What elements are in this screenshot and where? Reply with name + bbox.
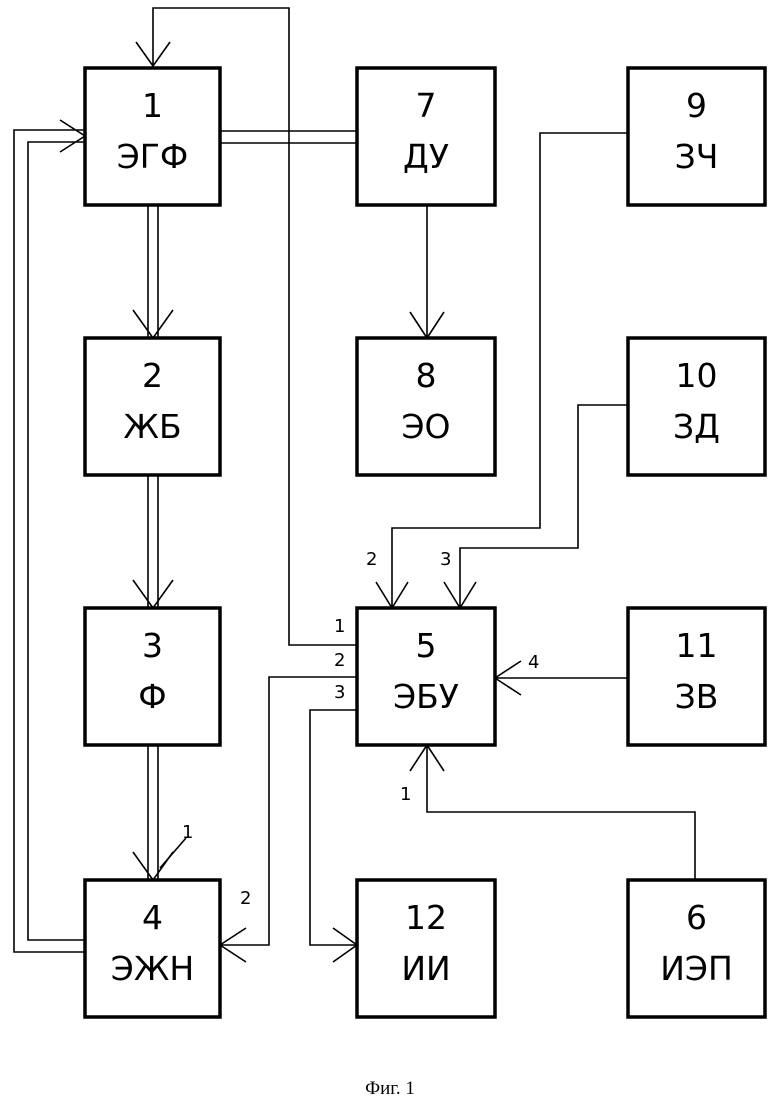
port-label-b4-right-2: 2 bbox=[240, 888, 251, 909]
port-label-b5-right-4: 4 bbox=[528, 652, 539, 673]
port-label-b5-left-3: 3 bbox=[334, 682, 345, 703]
block-8-label: ЭО bbox=[401, 407, 450, 446]
block-5: 5 ЭБУ bbox=[357, 608, 495, 745]
block-4: 4 ЭЖН bbox=[85, 880, 220, 1017]
block-11-label: ЗВ bbox=[675, 677, 719, 716]
link-6-to-5 bbox=[410, 745, 695, 880]
block-10-number: 10 bbox=[676, 356, 718, 395]
figure-caption: Фиг. 1 bbox=[0, 1078, 780, 1100]
block-4-label: ЭЖН bbox=[111, 949, 194, 988]
block-5-label: ЭБУ bbox=[393, 677, 459, 716]
port-label-b5-top-2: 2 bbox=[366, 549, 377, 570]
block-7-number: 7 bbox=[416, 86, 437, 125]
block-6-label: ИЭП bbox=[660, 949, 733, 988]
block-8: 8 ЭО bbox=[357, 338, 495, 475]
block-2: 2 ЖБ bbox=[85, 338, 220, 475]
port-label-b4-top-1: 1 bbox=[182, 822, 193, 843]
block-2-number: 2 bbox=[142, 356, 163, 395]
block-5-number: 5 bbox=[416, 626, 437, 665]
block-7-label: ДУ bbox=[403, 137, 449, 176]
block-7: 7 ДУ bbox=[357, 68, 495, 205]
link-7-to-8 bbox=[410, 205, 444, 338]
link-2-to-3 bbox=[133, 475, 173, 608]
block-9-number: 9 bbox=[686, 86, 707, 125]
block-3: 3 Ф bbox=[85, 608, 220, 745]
block-9: 9 ЗЧ bbox=[628, 68, 765, 205]
block-12: 12 ИИ bbox=[357, 880, 495, 1017]
block-10-label: ЗД bbox=[673, 407, 720, 446]
port-label-b5-top-3: 3 bbox=[440, 549, 451, 570]
block-6-number: 6 bbox=[686, 898, 707, 937]
block-3-number: 3 bbox=[142, 626, 163, 665]
port-label-b5-left-1: 1 bbox=[334, 616, 345, 637]
block-8-number: 8 bbox=[416, 356, 437, 395]
block-3-label: Ф bbox=[138, 677, 166, 716]
block-2-label: ЖБ bbox=[123, 407, 181, 446]
port-label-b5-bottom-1: 1 bbox=[400, 784, 411, 805]
block-1: 1 ЭГФ bbox=[85, 68, 220, 205]
block-1-number: 1 bbox=[142, 86, 163, 125]
block-4-number: 4 bbox=[142, 898, 163, 937]
link-5-to-4 bbox=[220, 677, 357, 962]
link-1-to-2 bbox=[133, 205, 173, 338]
link-11-to-5 bbox=[495, 661, 628, 695]
block-6: 6 ИЭП bbox=[628, 880, 765, 1017]
block-1-label: ЭГФ bbox=[117, 137, 189, 176]
block-11: 11 ЗВ bbox=[628, 608, 765, 745]
block-11-number: 11 bbox=[676, 626, 718, 665]
block-9-label: ЗЧ bbox=[675, 137, 719, 176]
block-10: 10 ЗД bbox=[628, 338, 765, 475]
block-12-number: 12 bbox=[405, 898, 447, 937]
link-4-to-1-feedback bbox=[14, 120, 85, 952]
port-label-b5-left-2: 2 bbox=[334, 650, 345, 671]
link-5-to-12 bbox=[310, 710, 357, 962]
block-12-label: ИИ bbox=[401, 949, 450, 988]
